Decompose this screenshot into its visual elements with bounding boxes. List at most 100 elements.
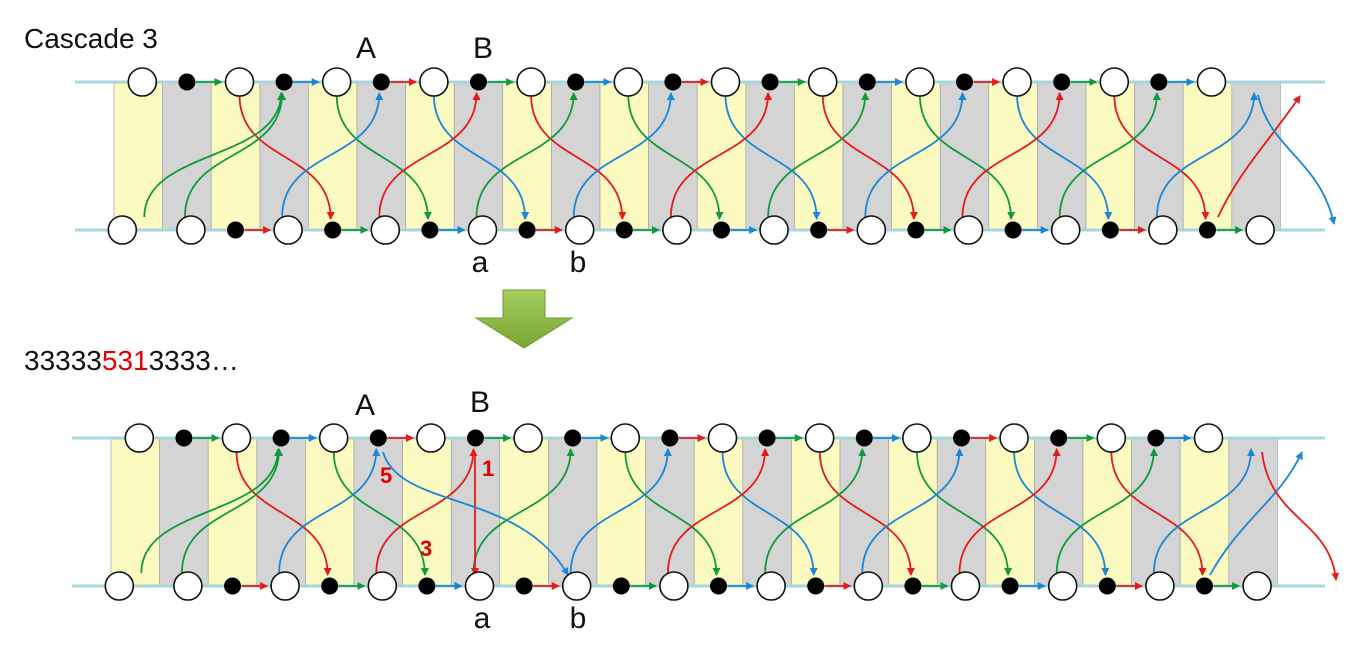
open-circle <box>127 67 158 97</box>
top-nodes <box>107 67 1275 245</box>
filled-dot <box>1147 429 1165 447</box>
filled-dot <box>1050 429 1068 447</box>
exit-arrow <box>1209 451 1303 576</box>
up-transfer-arrow <box>140 448 283 574</box>
open-circle <box>999 423 1029 453</box>
filled-dot <box>810 221 828 239</box>
open-circle <box>1096 423 1127 453</box>
open-circle <box>107 215 138 245</box>
filled-dot <box>953 429 970 447</box>
top-title: Cascade 3 <box>24 23 158 54</box>
stripe <box>207 437 258 587</box>
bottom-label-A: A <box>355 389 375 422</box>
open-circle <box>804 423 835 453</box>
open-circle <box>1148 215 1178 245</box>
filled-dot <box>470 73 487 91</box>
open-circle <box>1245 215 1275 245</box>
open-circle <box>905 67 935 97</box>
open-circle <box>710 67 741 97</box>
filled-dot <box>369 429 387 447</box>
exit-arrow <box>1217 95 1301 218</box>
down-transfer-arrow <box>627 94 724 220</box>
stripe <box>499 437 549 587</box>
bottom-nodes <box>104 423 1272 601</box>
open-circle <box>270 571 300 601</box>
down-transfer-arrow <box>919 94 1016 220</box>
up-transfer-arrow <box>1055 448 1158 574</box>
open-circle <box>950 571 981 601</box>
filled-dot <box>664 73 682 91</box>
stripe <box>985 437 1035 587</box>
open-circle <box>1099 67 1130 97</box>
down-transfer-arrow <box>724 94 821 220</box>
open-circle <box>516 67 546 97</box>
exit-arrow <box>1257 94 1337 225</box>
filled-dot <box>418 577 436 595</box>
bottom-curves <box>140 448 1340 581</box>
exit-arrow <box>1261 451 1340 581</box>
open-circle <box>370 215 401 245</box>
open-circle <box>173 571 203 601</box>
filled-dot <box>1199 221 1216 239</box>
filled-dot <box>227 221 244 239</box>
up-transfer-arrow <box>767 92 870 218</box>
up-transfer-arrow <box>1156 92 1259 218</box>
filled-dot <box>321 577 339 595</box>
stripe <box>113 81 163 231</box>
down-transfer-arrow <box>335 94 432 220</box>
filled-dot <box>612 577 630 595</box>
stripe <box>1228 437 1278 587</box>
open-circle <box>104 571 135 601</box>
bottom-label-a: a <box>474 602 491 635</box>
filled-dot <box>567 73 585 91</box>
stripe <box>1179 437 1230 587</box>
filled-dot <box>907 221 925 239</box>
filled-dot <box>272 429 290 447</box>
filled-dot <box>713 221 730 239</box>
filled-dot <box>372 73 390 91</box>
stripe <box>159 437 209 587</box>
filled-dot <box>275 73 293 91</box>
stripe <box>599 81 649 231</box>
up-transfer-arrow <box>1153 448 1256 574</box>
stripe <box>502 81 552 231</box>
step-5-label: 5 <box>380 463 392 488</box>
top-curves <box>143 92 1337 225</box>
open-circle <box>561 571 592 601</box>
stripe <box>1182 81 1233 231</box>
bottom-tails <box>192 434 1241 590</box>
down-transfer-arrow <box>1013 450 1110 576</box>
filled-dot <box>1004 221 1022 239</box>
filled-dot <box>224 577 241 595</box>
open-circle <box>613 67 644 97</box>
down-transfer-arrow <box>1110 450 1207 576</box>
filled-dot <box>564 429 582 447</box>
step-3-label: 3 <box>420 536 432 561</box>
filled-dot <box>518 221 536 239</box>
open-circle <box>902 423 932 453</box>
open-circle <box>124 423 155 453</box>
filled-dot <box>615 221 633 239</box>
open-circle <box>176 215 206 245</box>
open-circle <box>224 67 255 97</box>
up-transfer-arrow <box>375 448 478 574</box>
up-transfer-arrow <box>572 92 675 218</box>
open-circle <box>1196 67 1227 97</box>
stripe <box>794 81 844 231</box>
up-transfer-arrow <box>181 448 284 574</box>
up-transfer-arrow <box>958 448 1061 574</box>
open-circle <box>610 423 641 453</box>
down-transfer-arrow <box>721 450 818 576</box>
open-circle <box>467 215 498 245</box>
down-transfer-arrow <box>530 94 627 220</box>
filled-dot <box>761 73 779 91</box>
top-tails <box>195 78 1244 234</box>
stripe <box>548 437 598 587</box>
down-transfer-arrow <box>235 450 332 576</box>
sequence-highlight: 531 <box>102 345 149 376</box>
down-transfer-arrow <box>238 94 335 220</box>
stripe <box>891 81 941 231</box>
sequence-prefix: 33333 <box>24 345 102 376</box>
open-circle <box>807 67 838 97</box>
down-transfer-arrow <box>1113 94 1210 220</box>
